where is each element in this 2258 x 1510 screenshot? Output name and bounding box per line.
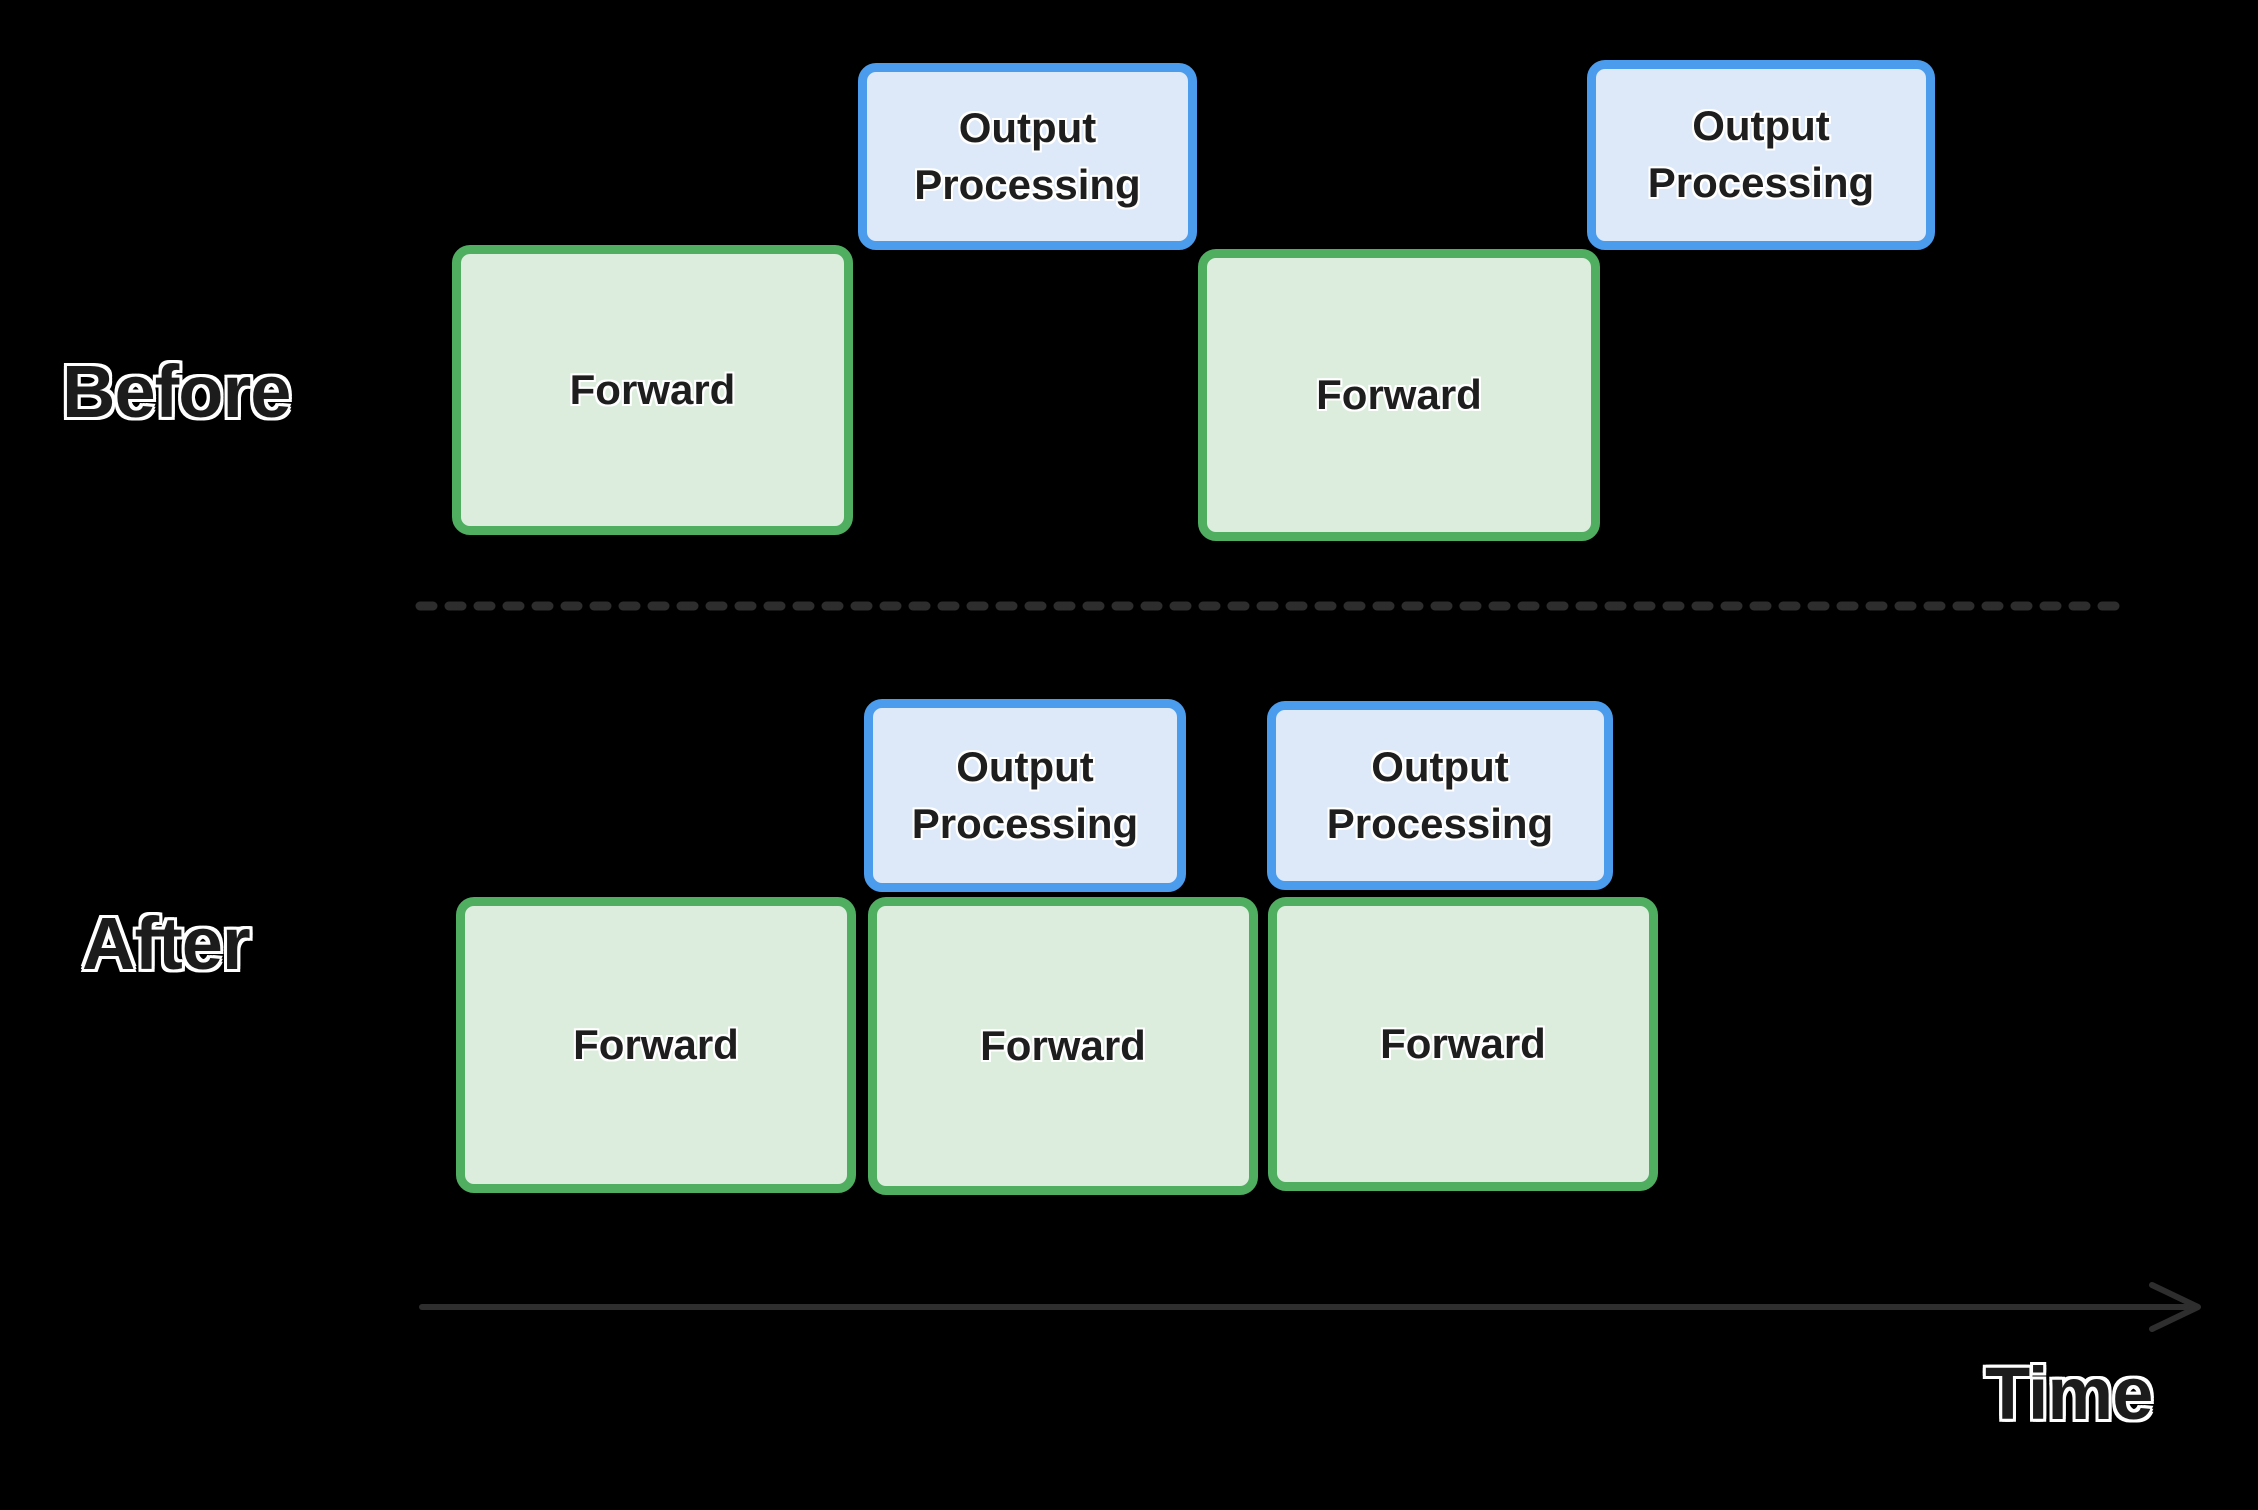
time-axis-arrowhead-icon	[2149, 1282, 2201, 1332]
forward-box: Forward	[452, 245, 853, 535]
box-label: Forward	[1380, 1019, 1546, 1067]
box-label: Output Processing	[911, 742, 1139, 847]
output-processing-box: Output Processing	[1587, 60, 1935, 250]
forward-box: Forward	[1268, 897, 1658, 1191]
output-processing-box: Output Processing	[858, 63, 1197, 250]
box-label: Forward	[573, 1020, 739, 1068]
forward-box: Forward	[1198, 249, 1600, 541]
output-processing-box: Output Processing	[864, 699, 1186, 892]
forward-box: Forward	[456, 897, 856, 1193]
output-processing-box: Output Processing	[1267, 701, 1613, 890]
box-label: Forward	[1316, 370, 1482, 418]
box-label: Output Processing	[914, 103, 1141, 208]
after-section-label: After	[82, 902, 251, 985]
box-label: Output Processing	[1326, 742, 1554, 847]
before-section-label: Before	[62, 350, 291, 433]
box-label: Forward	[980, 1021, 1146, 1069]
box-label: Output Processing	[1647, 102, 1875, 206]
time-axis-label: Time	[1985, 1352, 2153, 1435]
box-label: Forward	[569, 365, 736, 413]
forward-box: Forward	[868, 897, 1258, 1195]
